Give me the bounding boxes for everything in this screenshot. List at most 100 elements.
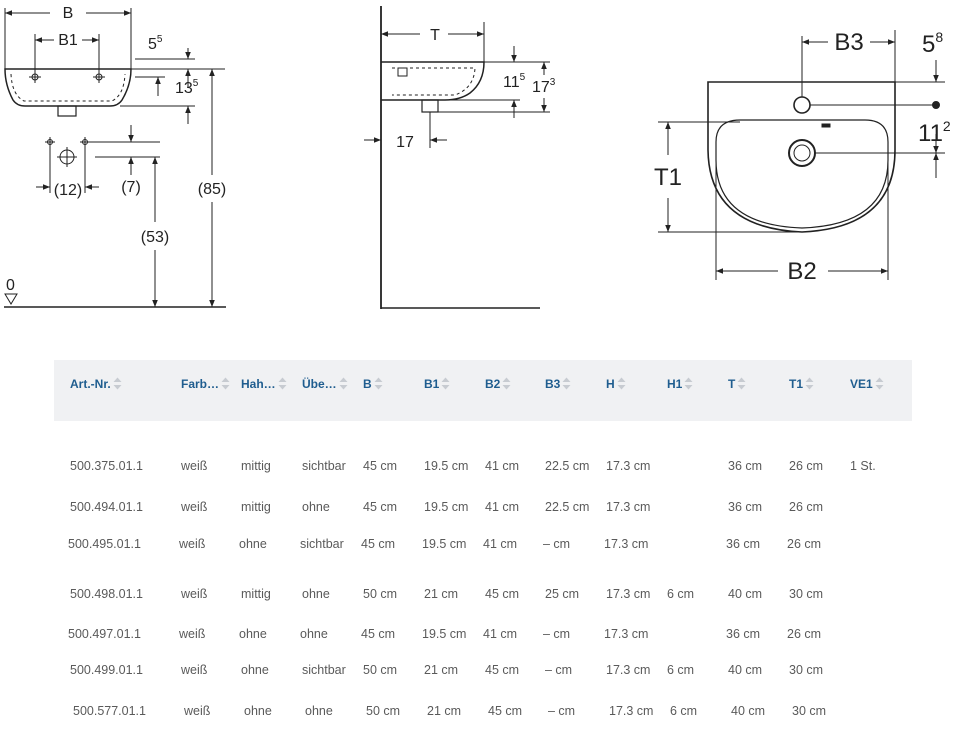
sort-icon[interactable] bbox=[441, 377, 450, 390]
column-header-ve1[interactable]: VE1 bbox=[850, 377, 884, 391]
table-cell-t: 40 cm bbox=[728, 587, 763, 601]
table-cell-farbe: weiß bbox=[181, 587, 208, 601]
sort-icon[interactable] bbox=[374, 377, 383, 390]
top-view-drawing bbox=[658, 30, 945, 280]
sort-icon[interactable] bbox=[805, 377, 814, 390]
column-header-t1[interactable]: T1 bbox=[789, 377, 814, 391]
table-cell-b3: – cm bbox=[543, 537, 571, 551]
column-header-label: VE1 bbox=[850, 377, 873, 391]
table-cell-ueberlauf: sichtbar bbox=[302, 459, 346, 473]
table-cell-art-nr: 500.498.01.1 bbox=[70, 587, 143, 601]
table-cell-ueberlauf: sichtbar bbox=[300, 537, 344, 551]
table-cell-t1: 30 cm bbox=[792, 704, 827, 718]
table-cell-art-nr: 500.494.01.1 bbox=[70, 500, 143, 514]
sort-icon[interactable] bbox=[684, 377, 693, 390]
sort-icon[interactable] bbox=[221, 377, 230, 390]
column-header-label: Farb… bbox=[181, 377, 220, 391]
table-cell-ueberlauf: sichtbar bbox=[302, 663, 346, 677]
table-cell-t1: 26 cm bbox=[787, 537, 822, 551]
table-cell-b1: 19.5 cm bbox=[424, 459, 469, 473]
table-cell-ueberlauf: ohne bbox=[302, 587, 330, 601]
column-header-label: Art.-Nr. bbox=[70, 377, 111, 391]
floor-zero-label: 0 bbox=[6, 277, 15, 294]
sort-icon[interactable] bbox=[875, 377, 884, 390]
front-view-drawing bbox=[4, 8, 226, 308]
column-header-art-nr[interactable]: Art.-Nr. bbox=[70, 377, 122, 391]
column-header-h[interactable]: H bbox=[606, 377, 626, 391]
table-cell-ve1: 1 St. bbox=[850, 459, 876, 473]
dim-label-53: (53) bbox=[141, 229, 169, 246]
column-header-hahnloch[interactable]: Hah… bbox=[241, 377, 287, 391]
sort-icon[interactable] bbox=[339, 377, 348, 390]
table-cell-b3: 22.5 cm bbox=[545, 459, 590, 473]
table-cell-t1: 30 cm bbox=[789, 663, 824, 677]
table-cell-b3: – cm bbox=[548, 704, 576, 718]
column-header-label: Übe… bbox=[302, 377, 337, 391]
table-cell-b3: – cm bbox=[545, 663, 573, 677]
table-cell-b3: – cm bbox=[543, 627, 571, 641]
side-view-drawing bbox=[364, 6, 550, 309]
dim-label-13-5: 135 bbox=[175, 78, 199, 97]
table-cell-t: 36 cm bbox=[728, 500, 763, 514]
table-cell-farbe: weiß bbox=[179, 627, 206, 641]
table-cell-farbe: weiß bbox=[181, 500, 208, 514]
sort-icon[interactable] bbox=[617, 377, 626, 390]
table-cell-t1: 30 cm bbox=[789, 587, 824, 601]
technical-drawings: B B1 55 135 (12) (7) (53) (85) 0 T 115 1… bbox=[4, 5, 951, 309]
table-cell-b2: 41 cm bbox=[483, 537, 518, 551]
column-header-label: T1 bbox=[789, 377, 804, 391]
sort-icon[interactable] bbox=[562, 377, 571, 390]
sort-icon[interactable] bbox=[278, 377, 287, 390]
dim-label-17-3: 173 bbox=[532, 77, 556, 96]
sort-icon[interactable] bbox=[737, 377, 746, 390]
column-header-h1[interactable]: H1 bbox=[667, 377, 693, 391]
dim-label-85: (85) bbox=[198, 181, 226, 198]
table-cell-h1: 6 cm bbox=[670, 704, 698, 718]
table-cell-t: 36 cm bbox=[726, 537, 761, 551]
table-cell-h: 17.3 cm bbox=[606, 587, 651, 601]
column-header-b1[interactable]: B1 bbox=[424, 377, 450, 391]
table-cell-t: 36 cm bbox=[726, 627, 761, 641]
column-header-farbe[interactable]: Farb… bbox=[181, 377, 230, 391]
column-header-label: B3 bbox=[545, 377, 561, 391]
table-cell-b: 50 cm bbox=[363, 663, 398, 677]
dim-label-7: (7) bbox=[121, 179, 141, 196]
column-header-label: Hah… bbox=[241, 377, 276, 391]
table-cell-b: 45 cm bbox=[363, 500, 398, 514]
table-cell-farbe: weiß bbox=[181, 459, 208, 473]
column-header-b[interactable]: B bbox=[363, 377, 383, 391]
dim-label-t: T bbox=[430, 27, 440, 44]
dim-label-b3: B3 bbox=[834, 29, 863, 56]
table-cell-hahnloch: mittig bbox=[241, 459, 271, 473]
table-cell-h: 17.3 cm bbox=[606, 500, 651, 514]
table-cell-b2: 45 cm bbox=[485, 587, 520, 601]
table-cell-art-nr: 500.495.01.1 bbox=[68, 537, 141, 551]
column-header-label: B1 bbox=[424, 377, 440, 391]
table-cell-ueberlauf: ohne bbox=[302, 500, 330, 514]
table-cell-h: 17.3 cm bbox=[606, 459, 651, 473]
table-cell-ueberlauf: ohne bbox=[305, 704, 333, 718]
column-header-ueberlauf[interactable]: Übe… bbox=[302, 377, 348, 391]
table-cell-art-nr: 500.497.01.1 bbox=[68, 627, 141, 641]
table-cell-b2: 45 cm bbox=[488, 704, 523, 718]
column-header-b2[interactable]: B2 bbox=[485, 377, 511, 391]
sort-icon[interactable] bbox=[502, 377, 511, 390]
dim-label-t1: T1 bbox=[654, 164, 682, 191]
table-cell-art-nr: 500.577.01.1 bbox=[73, 704, 146, 718]
table-cell-h1: 6 cm bbox=[667, 663, 695, 677]
table-cell-b: 50 cm bbox=[366, 704, 401, 718]
table-cell-b2: 41 cm bbox=[485, 500, 520, 514]
table-cell-b1: 21 cm bbox=[424, 663, 459, 677]
column-header-t[interactable]: T bbox=[728, 377, 746, 391]
table-cell-h: 17.3 cm bbox=[609, 704, 654, 718]
column-header-b3[interactable]: B3 bbox=[545, 377, 571, 391]
table-cell-b: 45 cm bbox=[361, 627, 396, 641]
sort-icon[interactable] bbox=[113, 377, 122, 390]
